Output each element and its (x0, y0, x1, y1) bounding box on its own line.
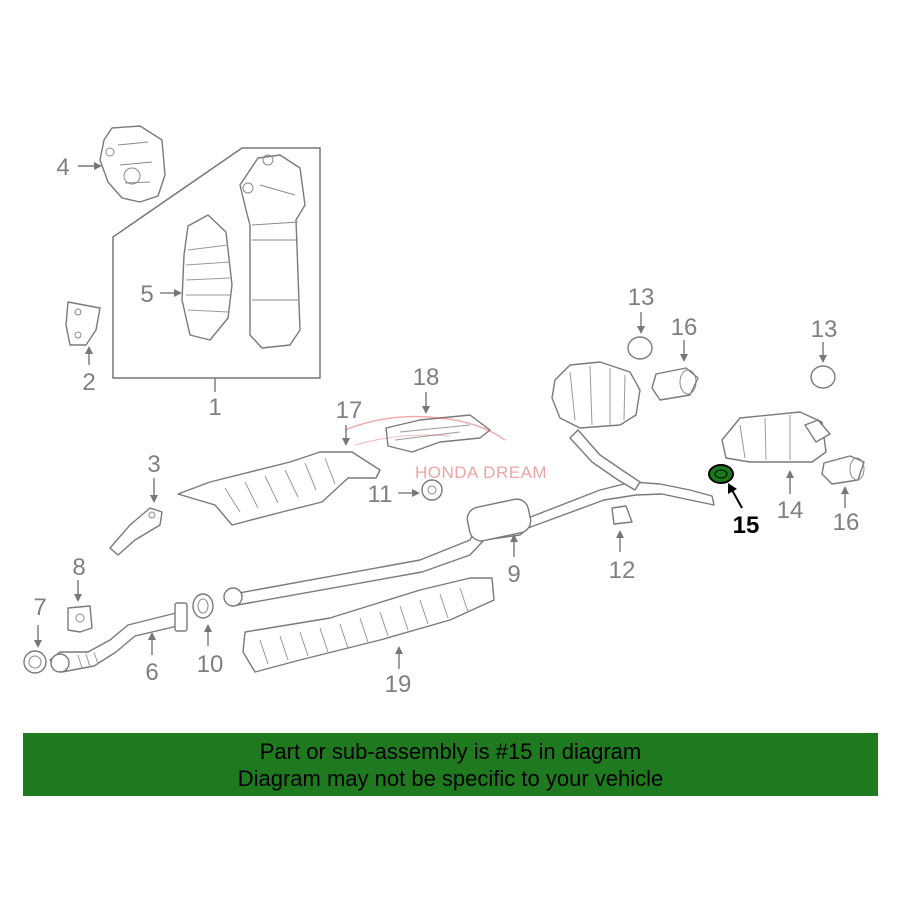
label-part-10: 10 (197, 651, 224, 678)
label-part-12: 12 (609, 557, 636, 584)
part-9-center-pipe[interactable] (223, 429, 715, 607)
part-17-heat-shield[interactable] (177, 451, 381, 526)
label-part-7: 7 (33, 594, 46, 621)
notice-line-1: Part or sub-assembly is #15 in diagram (259, 739, 642, 764)
label-part-19: 19 (385, 671, 412, 698)
part-13-ring-right[interactable] (810, 365, 836, 389)
label-part-13-right: 13 (811, 316, 838, 343)
label-part-6: 6 (145, 659, 158, 686)
part-16-tip-left[interactable] (651, 367, 699, 401)
part-19-heat-shield[interactable] (242, 577, 495, 673)
callout-leaders (34, 162, 849, 669)
label-part-13-left: 13 (628, 284, 655, 311)
part-number-labels: 1 2 3 4 5 6 7 8 9 10 11 12 13 13 14 15 1… (33, 154, 859, 698)
part-6-front-pipe[interactable] (49, 602, 188, 673)
part-8-mount[interactable] (67, 605, 93, 633)
label-part-8: 8 (72, 554, 85, 581)
label-part-18: 18 (413, 364, 440, 391)
part-11-mount[interactable] (421, 479, 443, 501)
catalytic-converter[interactable] (239, 154, 306, 349)
part-16-tip-right[interactable] (821, 455, 865, 485)
label-part-15: 15 (733, 512, 760, 539)
part-10-gasket[interactable] (192, 593, 214, 619)
notice-line-2: Diagram may not be specific to your vehi… (237, 766, 664, 791)
label-part-14: 14 (777, 497, 804, 524)
part-13-ring-left[interactable] (627, 336, 653, 360)
part-18-heat-shield[interactable] (385, 414, 491, 453)
label-part-16-left: 16 (671, 314, 698, 341)
label-part-5: 5 (140, 281, 153, 308)
part-5-heat-shield[interactable] (181, 214, 233, 341)
watermark-logo: HONDA DREAM (344, 415, 547, 482)
assembly-1-outline (112, 147, 321, 379)
part-2-bracket[interactable] (65, 301, 101, 346)
watermark-text: HONDA DREAM (415, 463, 547, 482)
main-muffler[interactable] (551, 361, 641, 429)
label-part-1: 1 (208, 394, 221, 421)
part-notice-banner: Part or sub-assembly is #15 in diagram D… (23, 733, 878, 796)
part-4-manifold[interactable] (99, 125, 166, 203)
part-15-gasket[interactable] (708, 464, 734, 484)
label-part-17: 17 (336, 397, 363, 424)
label-part-2: 2 (82, 369, 95, 396)
part-12-mount[interactable] (611, 505, 633, 525)
label-part-3: 3 (147, 451, 160, 478)
label-part-11: 11 (368, 481, 393, 508)
part-14-muffler[interactable] (721, 411, 831, 463)
label-part-4: 4 (56, 154, 69, 181)
label-part-16-right: 16 (833, 509, 860, 536)
part-3-bracket[interactable] (109, 507, 163, 556)
part-7-gasket[interactable] (23, 650, 47, 674)
label-part-9: 9 (507, 561, 520, 588)
